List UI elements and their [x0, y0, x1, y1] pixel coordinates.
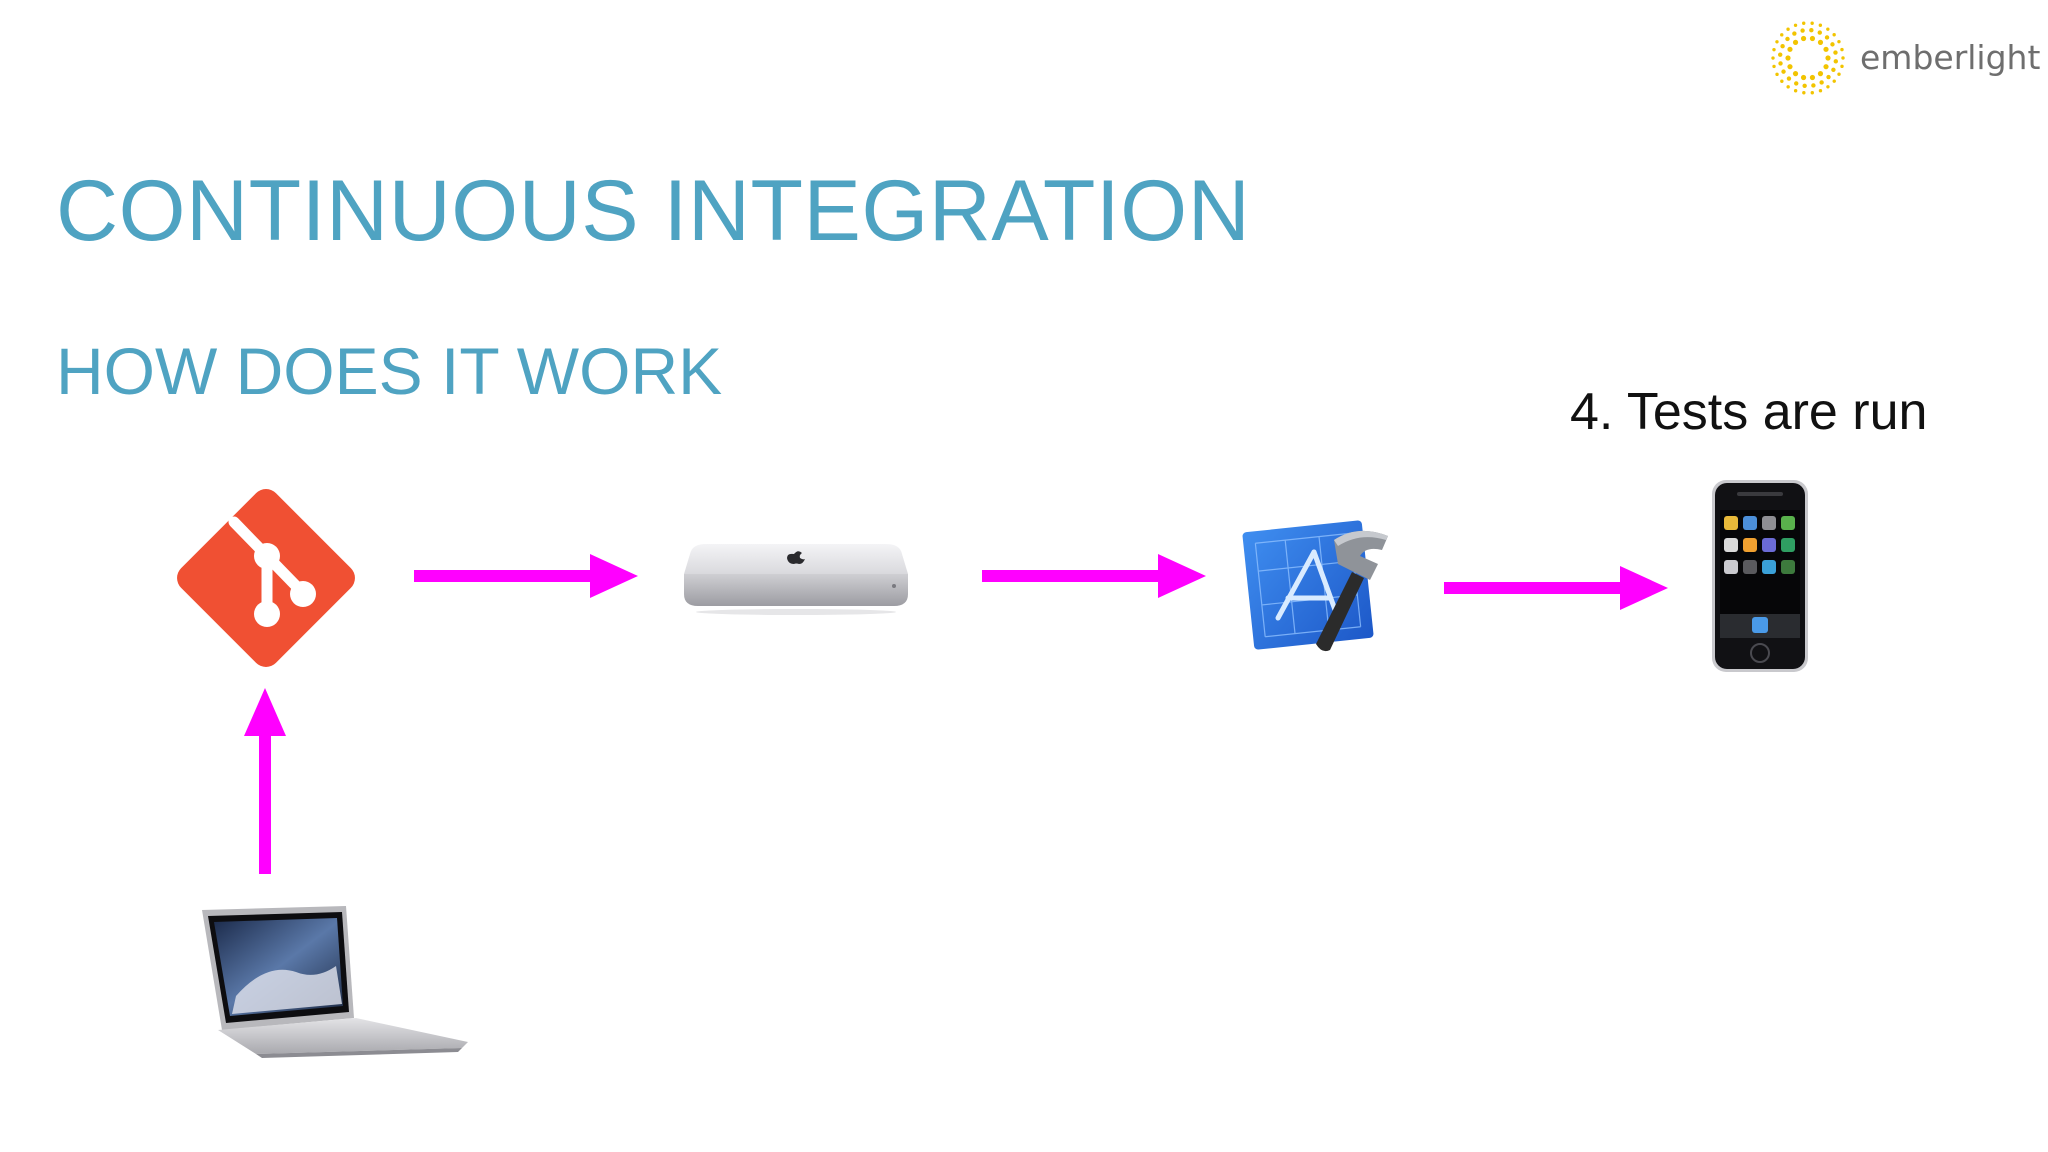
iphone-icon [1712, 480, 1808, 672]
laptop-icon [202, 906, 468, 1058]
arrow-developer-to-git [244, 688, 286, 874]
git-logo-icon [177, 489, 355, 667]
brand-name: emberlight [1860, 38, 2041, 77]
arrow-xcode-to-device [1444, 566, 1668, 610]
step-label: 4. Tests are run [1570, 383, 1928, 441]
xcode-icon [1242, 520, 1388, 652]
emberlight-sun-icon [1771, 21, 1845, 95]
mac-mini-icon [684, 544, 908, 615]
page-subtitle: HOW DOES IT WORK [56, 334, 723, 408]
brand-logo: emberlight [1768, 18, 2041, 98]
arrow-build-server-to-xcode [982, 554, 1206, 598]
arrow-git-to-build-server [414, 554, 638, 598]
page-title: CONTINUOUS INTEGRATION [56, 163, 1251, 259]
